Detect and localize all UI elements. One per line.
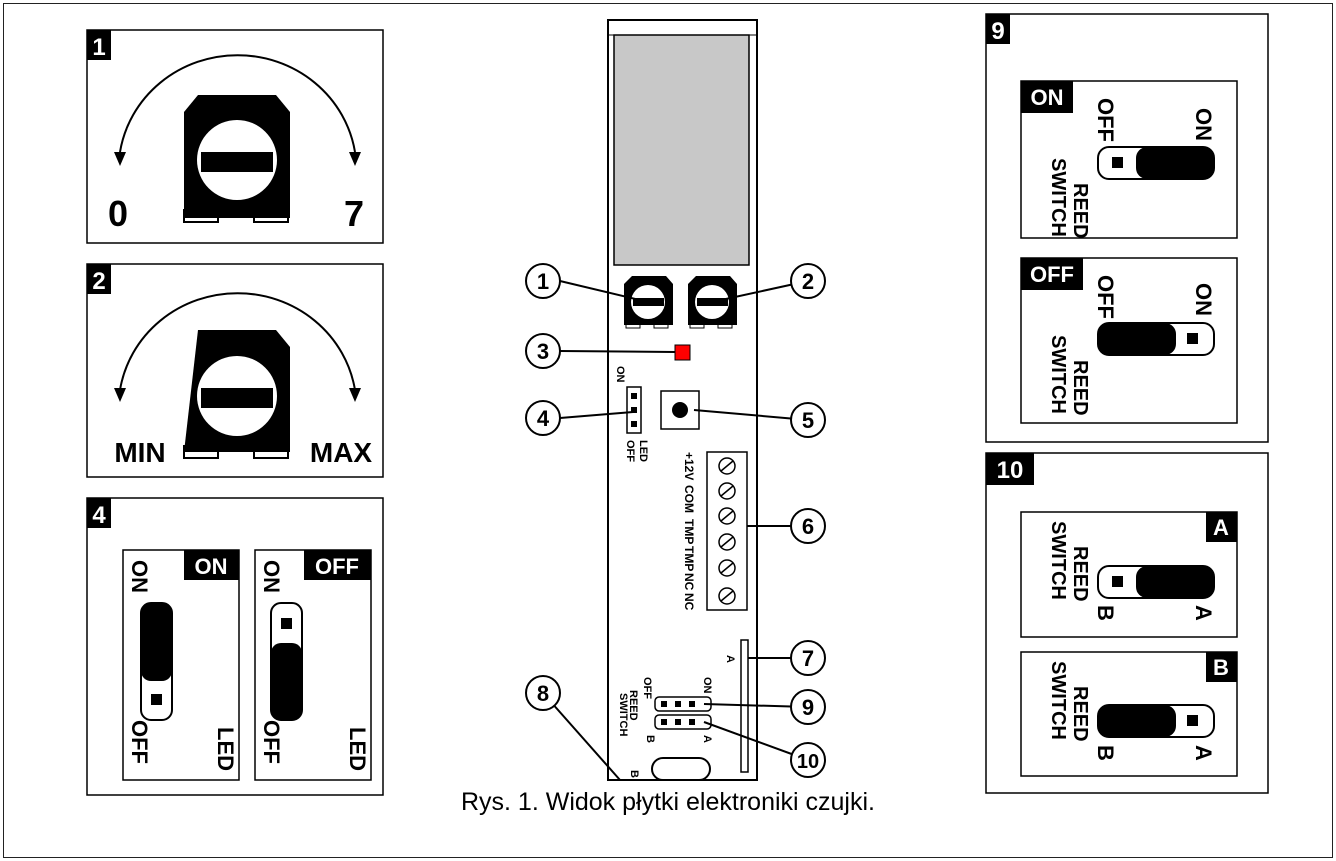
panel-10-b-sw-a: A [1191,745,1216,761]
panel-10-b-tag: B [1213,655,1229,680]
panel-9-on-sw-off: OFF [1093,98,1118,142]
panel-2: 2 MIN MAX [86,263,384,478]
panel-4-on-tag: ON [195,554,228,579]
callout-10: 10 [797,751,819,773]
panel-10-a-name1: REED [1069,546,1091,602]
panel-4-number: 4 [92,502,106,529]
reed-switch-on [1097,146,1215,180]
reed-switch-off [1097,322,1215,356]
potentiometer-1-icon [624,276,673,329]
callout-5: 5 [802,408,814,433]
callout-9: 9 [802,695,814,720]
pcb-board: ON OFF LED +12V COM TMP TMP NC NC [607,19,758,781]
panel-4-sw-off: OFF [127,720,152,764]
terminal-label-3: TMP [682,519,696,544]
potentiometer-icon [183,330,290,459]
led-jumper [626,386,642,434]
led-switch-on [140,602,173,721]
panel-2-max: MAX [310,437,373,468]
panel-9-on-name1: REED [1069,183,1091,239]
callout-6: 6 [802,514,814,539]
panel-10-b-sw-b: B [1093,745,1118,761]
panel-4-off-sw-name: LED [345,727,370,771]
terminal-label-1: +12V [682,452,696,480]
panel-9: 9 ON OFF ON REED SWITCH OFF OFF ON REED … [985,13,1269,443]
callouts [525,263,826,781]
board-led-jumper-name: LED [637,440,649,462]
figure-frame [3,3,1333,858]
panel-10-a-sw-a: A [1191,605,1216,621]
panel-2-min: MIN [114,437,165,468]
panel-9-off-sw-on: ON [1191,283,1216,316]
potentiometer-icon [183,95,290,223]
panel-10-a-tag: A [1213,515,1229,540]
panel-1: 1 0 7 [86,29,384,244]
board-label-b: B [628,770,640,778]
led-indicator [674,344,691,361]
panel-4-sw-name: LED [213,727,238,771]
display-window [613,34,750,266]
terminal-label-4: TMP [682,546,696,571]
terminal-label-6: NC [682,593,696,611]
panel-10: 10 A B A REED SWITCH B B A REED SWITCH [985,452,1269,794]
panel-9-off-sw-off: OFF [1093,275,1118,319]
panel-10-number: 10 [997,457,1024,484]
panel-10-a-sw-b: B [1093,605,1118,621]
panel-9-on-sw-on: ON [1191,108,1216,141]
panel-9-on-name2: SWITCH [1047,158,1069,237]
board-label-a: A [724,655,736,663]
panel-4-off-tag: OFF [315,554,359,579]
reed-switch-b [1097,704,1215,738]
panel-10-b-name1: REED [1069,686,1091,742]
panel-9-off-tag: OFF [1030,262,1074,287]
panel-10-b-name2: SWITCH [1047,661,1069,740]
led-switch-off [270,602,303,721]
panel-1-max: 7 [344,193,364,234]
board-reed-off: OFF [641,677,653,699]
board-reed-name2: SWITCH [617,693,629,736]
panel-4-off-sw-off: OFF [259,720,284,764]
board-reed-on: ON [701,677,713,694]
board-reed-a: A [701,735,713,743]
tamper-button-icon [660,390,700,430]
panel-9-on-tag: ON [1031,85,1064,110]
panel-4-sw-on: ON [127,560,152,593]
board-reed-b: B [644,735,656,743]
board-led-jumper-off: OFF [624,440,636,462]
panel-2-number: 2 [92,268,105,295]
panel-9-off-name1: REED [1069,360,1091,416]
rotation-arc [119,54,356,153]
callout-1: 1 [537,269,549,294]
callout-3: 3 [537,339,549,364]
panel-4: 4 ON ON OFF LED OFF ON OFF LED [86,497,384,796]
panel-9-number: 9 [991,18,1004,45]
callout-8: 8 [537,681,549,706]
panel-4-off-sw-on: ON [259,560,284,593]
callout-2: 2 [802,269,814,294]
panel-9-off-name2: SWITCH [1047,335,1069,414]
terminal-block [706,451,748,611]
mounting-slot [651,757,711,781]
terminal-label-2: COM [682,485,696,513]
callout-7: 7 [802,646,814,671]
terminal-label-5: NC [682,573,696,591]
board-reed-name1: REED [627,690,639,721]
callout-4: 4 [537,406,550,431]
panel-1-number: 1 [92,34,105,61]
panel-1-min: 0 [108,193,128,234]
reed-switch-a [1097,565,1215,599]
board-led-jumper-on: ON [614,366,626,383]
reed-switch-jumpers [654,696,712,730]
panel-10-a-name2: SWITCH [1047,521,1069,600]
figure-caption: Rys. 1. Widok płytki elektroniki czujki. [460,788,875,816]
